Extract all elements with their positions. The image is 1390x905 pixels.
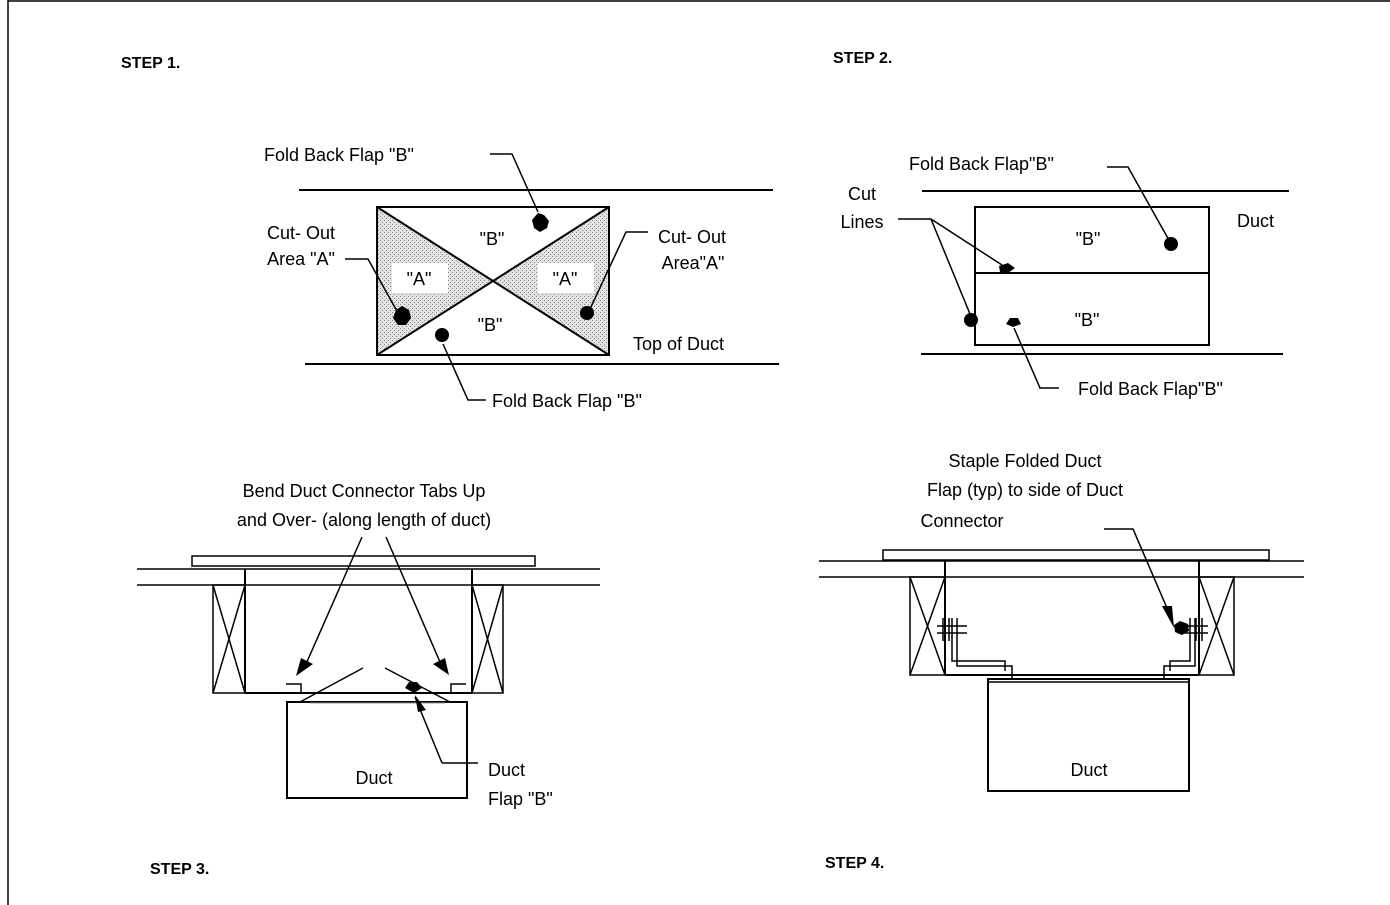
step1-region-b-bottom: "B" — [478, 315, 503, 335]
step1-marker-fold-top — [532, 213, 549, 232]
step3-panel: Bend Duct Connector Tabs Up and Over- (a… — [137, 481, 600, 878]
step1-marker-cutout-right — [580, 306, 594, 320]
step2-label-cut-1: Cut — [848, 184, 876, 204]
step3-duct — [286, 701, 468, 799]
step3-marker-flap — [405, 682, 422, 693]
step3-right-joist — [471, 584, 504, 694]
step4-arrow-staple — [1162, 606, 1174, 628]
step3-arrow-right — [433, 658, 449, 675]
step4-title: STEP 4. — [825, 855, 884, 872]
step3-left-joist — [212, 584, 246, 694]
step2-title: STEP 2. — [833, 50, 892, 67]
step4-flap-right-inner — [1163, 618, 1196, 678]
step2-label-fold-top: Fold Back Flap"B" — [909, 154, 1054, 174]
step1-title: STEP 1. — [121, 55, 180, 72]
step1-region-b-top: "B" — [480, 229, 505, 249]
step1-region-a-left: "A" — [407, 269, 432, 289]
step1-label-cutout-right-1: Cut- Out — [658, 227, 726, 247]
step1-panel: STEP 1. "A" "A" "B" "B" Fold Back Flap "… — [121, 55, 779, 411]
step1-marker-fold-bottom — [435, 328, 449, 342]
step4-label-staple-1: Staple Folded Duct — [948, 451, 1101, 471]
step2-marker-cut-b — [964, 313, 978, 327]
step4-label-staple-2: Flap (typ) to side of Duct — [927, 480, 1123, 500]
step2-panel: STEP 2. "B" "B" Duct Fold Back Flap"B" C… — [833, 50, 1289, 399]
step1-leader-fold-bottom — [442, 343, 486, 401]
step1-region-a-right: "A" — [553, 269, 578, 289]
step1-label-cutout-left-1: Cut- Out — [267, 223, 335, 243]
step4-top-plate — [882, 549, 1270, 561]
step4-marker-staple — [1174, 621, 1189, 635]
step3-arrow-left — [296, 658, 313, 676]
step3-leader-right — [385, 536, 441, 663]
step3-title: STEP 3. — [150, 861, 209, 878]
step3-label-flap-1: Duct — [488, 760, 525, 780]
step4-left-joist — [909, 576, 946, 676]
step2-marker-fold-bottom — [1006, 318, 1021, 327]
step2-label-fold-bottom: Fold Back Flap"B" — [1078, 379, 1223, 399]
step1-label-box-left — [392, 263, 448, 293]
step1-label-cutout-right-2: Area"A" — [662, 253, 725, 273]
step2-label-duct: Duct — [1237, 211, 1274, 231]
step2-marker-cut-a — [999, 263, 1015, 273]
step3-top-plate — [191, 555, 536, 567]
step3-label-duct: Duct — [355, 768, 392, 788]
step3-label-flap-2: Flap "B" — [488, 789, 553, 809]
step2-region-b-top: "B" — [1076, 229, 1101, 249]
step2-region-b-bottom: "B" — [1075, 310, 1100, 330]
step3-leader-left — [305, 536, 363, 665]
step1-leader-fold-top — [490, 153, 539, 213]
step3-tab-right — [450, 683, 466, 692]
step4-label-duct: Duct — [1070, 760, 1107, 780]
step1-label-box-right — [538, 263, 594, 293]
step2-label-cut-2: Lines — [840, 212, 883, 232]
step3-arrow-flap — [415, 695, 426, 712]
step1-label-fold-bottom: Fold Back Flap "B" — [492, 391, 642, 411]
step3-label-bend-2: and Over- (along length of duct) — [237, 510, 491, 530]
step1-leader-cutout-right — [589, 231, 648, 310]
step1-marker-cutout-left — [393, 306, 411, 325]
step2-leader-cut-a — [930, 218, 1003, 266]
step4-panel: Staple Folded Duct Flap (typ) to side of… — [819, 451, 1304, 872]
step3-tab-left — [286, 683, 302, 692]
step2-duct-outline — [974, 206, 1210, 346]
step3-label-bend-1: Bend Duct Connector Tabs Up — [243, 481, 486, 501]
step4-flap-left-inner — [956, 618, 1013, 678]
step4-leader-staple — [1104, 528, 1171, 616]
step1-leader-cutout-left — [345, 258, 399, 314]
step1-label-cutout-left-2: Area "A" — [267, 249, 335, 269]
step4-label-staple-3: Connector — [920, 511, 1003, 531]
step4-duct — [987, 678, 1190, 792]
step3-flap-left — [299, 667, 364, 703]
step2-leader-fold-top — [1107, 166, 1171, 243]
step2-leader-fold-bottom — [1013, 327, 1059, 389]
step2-leader-cut-b — [930, 218, 971, 315]
step1-label-top-of-duct: Top of Duct — [633, 334, 724, 354]
step2-marker-fold-top — [1164, 237, 1178, 251]
step1-cut-rectangle: "A" "A" "B" "B" — [376, 206, 610, 356]
step1-label-fold-top: Fold Back Flap "B" — [264, 145, 414, 165]
step4-staple-left — [937, 618, 967, 641]
